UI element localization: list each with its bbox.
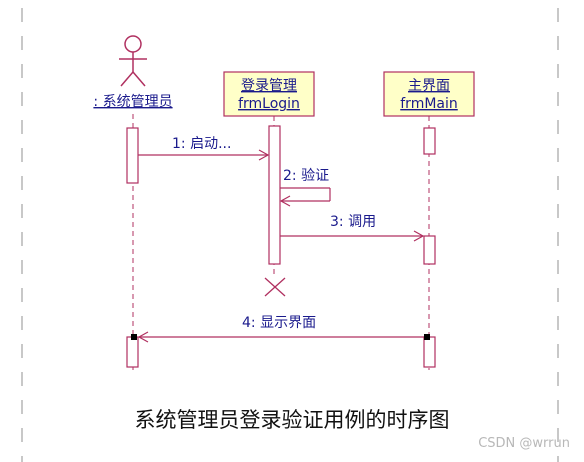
activation-frmmain-3	[423, 336, 436, 368]
message-4-sender-dot	[424, 334, 430, 340]
activation-frmlogin	[268, 125, 281, 265]
object-frmmain-class: frmMain	[400, 96, 458, 112]
message-1-arrow	[138, 149, 270, 161]
message-4-label: 4: 显示界面	[242, 315, 316, 331]
message-2-arrow	[279, 187, 331, 207]
message-4-receiver-dot	[131, 334, 137, 340]
activation-frmmain-1	[423, 127, 436, 155]
message-3-label: 3: 调用	[330, 214, 376, 230]
object-frmlogin-class: frmLogin	[238, 96, 300, 112]
object-frmmain: 主界面 frmMain	[383, 71, 475, 117]
message-2-label: 2: 验证	[283, 168, 329, 184]
message-3-arrow	[280, 230, 425, 242]
activation-actor-2	[126, 336, 139, 368]
object-frmlogin: 登录管理 frmLogin	[223, 71, 315, 117]
actor-label: : 系统管理员	[93, 94, 172, 110]
destroy-mark	[264, 277, 286, 297]
activation-frmmain-2	[423, 235, 436, 265]
watermark: CSDN @wrrun	[478, 436, 570, 451]
object-frmlogin-title: 登录管理	[241, 78, 297, 94]
activation-actor-1	[126, 127, 139, 184]
actor-figure	[119, 35, 147, 87]
message-4-arrow	[137, 331, 424, 343]
message-1-label: 1: 启动...	[172, 136, 231, 152]
diagram-caption: 系统管理员登录验证用例的时序图	[134, 408, 450, 432]
object-frmmain-title: 主界面	[408, 78, 450, 94]
